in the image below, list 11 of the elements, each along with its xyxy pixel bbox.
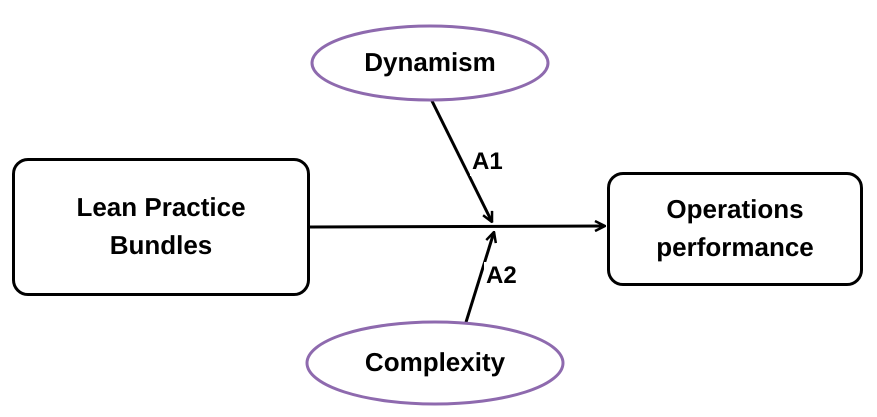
ellipse-node <box>305 320 565 406</box>
node-label: Complexity <box>364 346 506 380</box>
arrow <box>310 220 606 232</box>
node-label: Dynamism <box>364 46 496 80</box>
ellipse-node <box>310 24 550 102</box>
node-label: Operations performance <box>655 193 815 264</box>
node-label: Lean Practice Bundles <box>75 191 247 262</box>
arrow <box>464 230 498 323</box>
process-box <box>12 158 310 296</box>
arrow <box>430 100 494 224</box>
process-box <box>607 172 863 286</box>
